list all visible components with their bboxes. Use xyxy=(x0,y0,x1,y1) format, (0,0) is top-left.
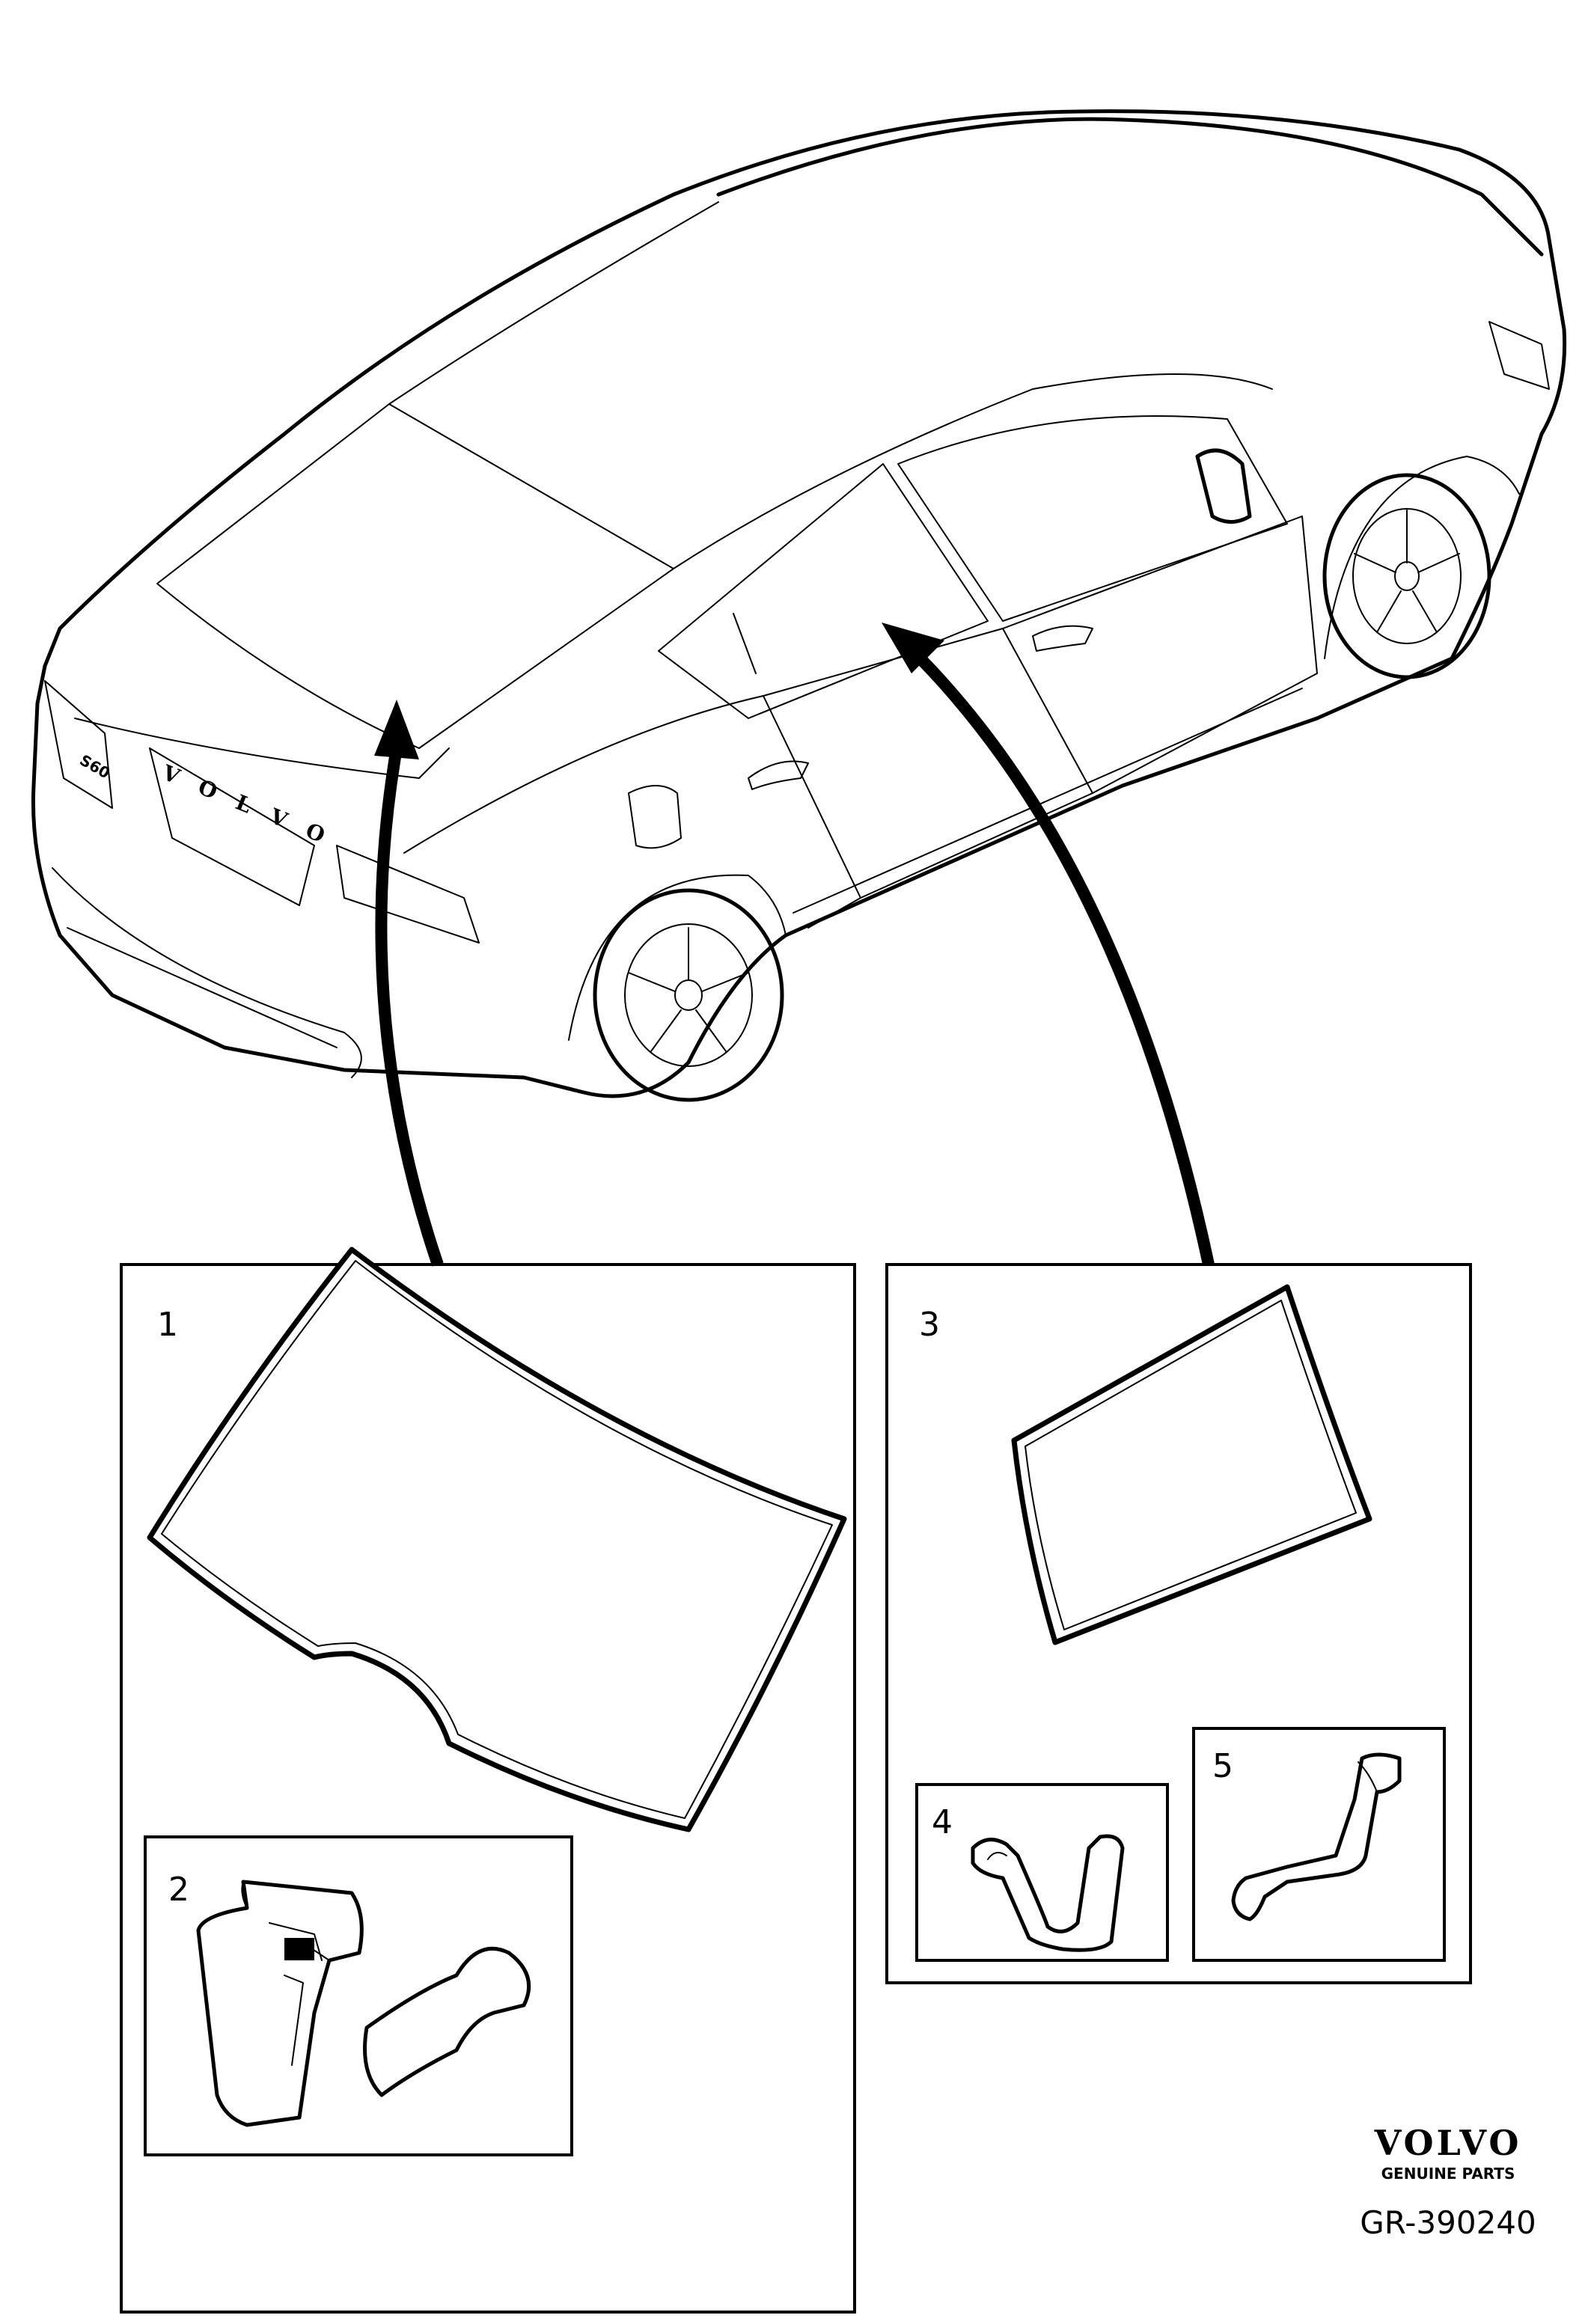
car-illustration: V O L V O S60 xyxy=(31,109,1567,1102)
callout-3: 3 xyxy=(919,1306,940,1344)
panel-rear-windscreen: 1 2 xyxy=(120,1247,856,2314)
callout-2: 2 xyxy=(168,1871,189,1909)
arrow-to-side-window xyxy=(882,623,1215,1266)
figure-code: GR-390240 xyxy=(1360,2204,1536,2241)
brand-block: VOLVO GENUINE PARTS GR-390240 xyxy=(1360,2123,1536,2241)
panel-clip-4: 4 xyxy=(915,1783,1169,1962)
callout-5: 5 xyxy=(1212,1747,1233,1785)
callout-4: 4 xyxy=(932,1803,953,1841)
callout-1: 1 xyxy=(157,1306,178,1344)
trunk-emblem: V O L V O xyxy=(158,760,335,851)
genuine-parts-label: GENUINE PARTS xyxy=(1381,2165,1515,2183)
panel-side-window: 3 4 5 xyxy=(885,1263,1472,1984)
panel-clip-5: 5 xyxy=(1192,1727,1446,1962)
panel-retaining-clips: 2 xyxy=(144,1835,573,2156)
volvo-logo: VOLVO xyxy=(1374,2123,1522,2163)
arrow-to-rear-window xyxy=(374,700,444,1267)
